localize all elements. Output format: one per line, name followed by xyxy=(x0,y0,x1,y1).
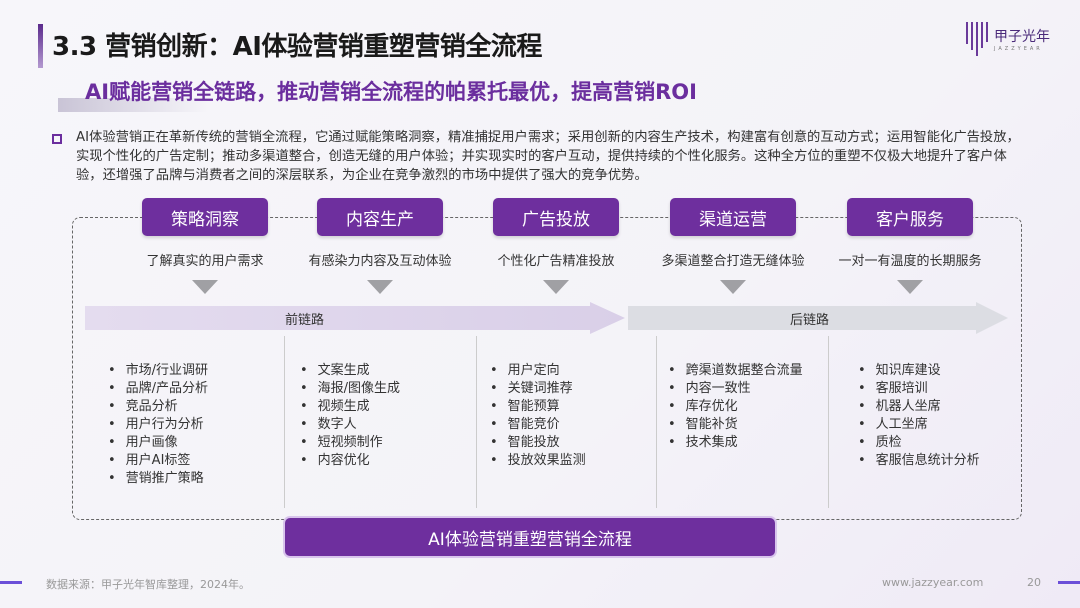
page-title: 3.3 营销创新：AI体验营销重塑营销全流程 xyxy=(52,32,542,62)
stage-box: 客户服务 xyxy=(847,198,973,236)
list-item: 智能预算 xyxy=(490,398,586,416)
logo-bars-icon xyxy=(966,22,988,56)
list-item: 短视频制作 xyxy=(300,434,400,452)
list-item: 内容优化 xyxy=(300,452,400,470)
column-divider xyxy=(284,336,285,508)
list-item: 海报/图像生成 xyxy=(300,380,400,398)
stage-item-list: 跨渠道数据整合流量内容一致性库存优化智能补货技术集成 xyxy=(668,362,803,452)
list-item: 跨渠道数据整合流量 xyxy=(668,362,803,380)
list-item: 智能竞价 xyxy=(490,416,586,434)
footer-line-left xyxy=(0,581,22,584)
list-item: 投放效果监测 xyxy=(490,452,586,470)
front-chain-label: 前链路 xyxy=(285,313,325,328)
page-number: 20 xyxy=(1027,576,1041,589)
stage-description: 一对一有温度的长期服务 xyxy=(838,254,982,269)
stage-item-list: 市场/行业调研品牌/产品分析竞品分析用户行为分析用户画像用户AI标签营销推广策略 xyxy=(108,362,208,488)
down-triangle-icon xyxy=(367,280,393,294)
list-item: 客服培训 xyxy=(858,380,980,398)
list-item: 数字人 xyxy=(300,416,400,434)
list-item: 质检 xyxy=(858,434,980,452)
list-item: 视频生成 xyxy=(300,398,400,416)
stage-item-list: 用户定向关键词推荐智能预算智能竞价智能投放投放效果监测 xyxy=(490,362,586,470)
column-divider xyxy=(476,336,477,508)
website-link[interactable]: www.jazzyear.com xyxy=(882,576,984,589)
logo-text: 甲子光年 xyxy=(994,29,1050,45)
down-triangle-icon xyxy=(897,280,923,294)
stage-box: 广告投放 xyxy=(493,198,619,236)
stage-box: 渠道运营 xyxy=(670,198,796,236)
list-item: 内容一致性 xyxy=(668,380,803,398)
list-item: 知识库建设 xyxy=(858,362,980,380)
back-chain-label: 后链路 xyxy=(790,313,830,328)
list-item: 库存优化 xyxy=(668,398,803,416)
list-item: 用户行为分析 xyxy=(108,416,208,434)
list-item: 竞品分析 xyxy=(108,398,208,416)
subtitle-decoration xyxy=(58,98,208,112)
column-divider xyxy=(828,336,829,508)
back-chain-arrow xyxy=(628,302,1008,334)
stage-item-list: 知识库建设客服培训机器人坐席人工坐席质检客服信息统计分析 xyxy=(858,362,980,470)
stage-item-list: 文案生成海报/图像生成视频生成数字人短视频制作内容优化 xyxy=(300,362,400,470)
list-item: 关键词推荐 xyxy=(490,380,586,398)
list-item: 文案生成 xyxy=(300,362,400,380)
footer-line-right xyxy=(1058,581,1080,584)
data-source: 数据来源：甲子光年智库整理，2024年。 xyxy=(46,578,250,591)
list-item: 机器人坐席 xyxy=(858,398,980,416)
list-item: 人工坐席 xyxy=(858,416,980,434)
list-item: 用户AI标签 xyxy=(108,452,208,470)
list-item: 用户定向 xyxy=(490,362,586,380)
stage-description: 个性化广告精准投放 xyxy=(497,254,615,269)
title-accent-bar xyxy=(38,24,43,68)
bullet-square-icon xyxy=(52,134,62,144)
stage-description: 有感染力内容及互动体验 xyxy=(308,254,452,269)
stage-box: 内容生产 xyxy=(317,198,443,236)
column-divider xyxy=(656,336,657,508)
down-triangle-icon xyxy=(720,280,746,294)
list-item: 智能补货 xyxy=(668,416,803,434)
list-item: 技术集成 xyxy=(668,434,803,452)
down-triangle-icon xyxy=(543,280,569,294)
stage-box: 策略洞察 xyxy=(142,198,268,236)
logo: 甲子光年 JAZZYEAR xyxy=(966,22,1050,56)
front-chain-arrow xyxy=(85,302,625,334)
body-paragraph: AI体验营销正在革新传统的营销全流程，它通过赋能策略洞察，精准捕捉用户需求；采用… xyxy=(76,130,1020,183)
list-item: 用户画像 xyxy=(108,434,208,452)
list-item: 客服信息统计分析 xyxy=(858,452,980,470)
list-item: 品牌/产品分析 xyxy=(108,380,208,398)
list-item: 市场/行业调研 xyxy=(108,362,208,380)
stage-description: 多渠道整合打造无缝体验 xyxy=(661,254,805,269)
stage-description: 了解真实的用户需求 xyxy=(146,254,264,269)
list-item: 营销推广策略 xyxy=(108,470,208,488)
down-triangle-icon xyxy=(192,280,218,294)
logo-subtext: JAZZYEAR xyxy=(994,46,1043,52)
list-item: 智能投放 xyxy=(490,434,586,452)
subtitle: AI赋能营销全链路，推动营销全流程的帕累托最优，提高营销ROI xyxy=(85,80,697,104)
summary-banner: AI体验营销重塑营销全流程 xyxy=(285,518,775,556)
